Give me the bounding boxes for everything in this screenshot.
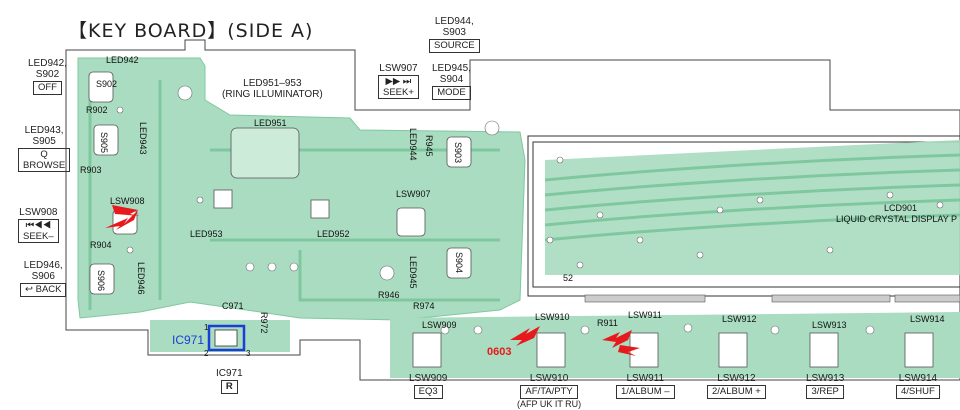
label-lsw913-board: LSW913 <box>812 320 847 330</box>
back-arrow-icon: ↩ <box>25 284 33 295</box>
lcd-bars <box>584 294 960 303</box>
seek-back-icon: ⏮◀◀ <box>25 220 52 231</box>
label-lsw912-board: LSW912 <box>722 314 757 324</box>
label-pin2: 2 <box>204 349 209 358</box>
page-title: 【KEY BOARD】(SIDE A) <box>68 20 314 42</box>
label-r903: R903 <box>80 165 102 175</box>
label-r945: R945 <box>424 135 434 157</box>
copper-area-bottom <box>390 312 960 378</box>
label-lsw914-board: LSW914 <box>910 314 945 324</box>
label-led943: LED943 <box>138 122 148 155</box>
label-led951: LED951 <box>254 118 287 128</box>
label-s905: S905 <box>99 132 109 154</box>
label-r904: R904 <box>90 240 112 250</box>
label-r972: R972 <box>259 312 269 334</box>
label-s906: S906 <box>96 270 106 292</box>
callout-led951: LED951–953(RING ILLUMINATOR) <box>222 78 323 100</box>
label-lsw910-board: LSW910 <box>535 312 570 322</box>
label-r911: R911 <box>597 318 618 328</box>
label-r974: R974 <box>413 301 435 311</box>
label-size-0603: 0603 <box>487 346 512 358</box>
label-led946: LED946 <box>136 262 146 295</box>
callout-led944: LED944,S903 SOURCE <box>429 16 480 53</box>
seek-forward-icon: ▶▶ ⏭ <box>385 76 412 87</box>
label-led953: LED953 <box>190 229 223 239</box>
callout-led946: LED946,S906 ↩ BACK <box>20 260 67 297</box>
label-led944: LED944 <box>408 128 418 161</box>
label-pin3: 3 <box>246 349 251 358</box>
label-lsw908-board: LSW908 <box>110 196 145 206</box>
ic971-highlight <box>207 324 246 352</box>
callout-led945: LED945,S904 MODE <box>432 63 471 100</box>
label-s903: S903 <box>453 142 463 164</box>
label-lcd901: LCD901 <box>884 203 918 213</box>
label-led945: LED945 <box>408 256 418 289</box>
label-r946: R946 <box>378 290 400 300</box>
label-lcd-desc: LIQUID CRYSTAL DISPLAY P <box>836 214 958 224</box>
r-mark-icon: R <box>220 380 238 394</box>
pads <box>116 85 944 335</box>
label-led942: LED942 <box>106 55 139 65</box>
label-ic971-board: IC971 <box>172 333 205 347</box>
callout-ic971: IC971 R <box>216 368 243 394</box>
callout-lsw907: LSW907 ▶▶ ⏭SEEK+ <box>378 63 419 99</box>
label-s902: S902 <box>96 79 118 89</box>
label-lsw911-board: LSW911 <box>628 310 662 320</box>
lcd-frame-inner <box>532 141 960 288</box>
label-pin52: 52 <box>563 273 574 283</box>
label-lsw907-board: LSW907 <box>396 189 431 199</box>
red-markers <box>105 205 640 356</box>
label-c971: C971 <box>222 301 244 311</box>
search-icon: Q <box>40 149 48 160</box>
switch-footprints <box>88 71 934 368</box>
copper-area-left <box>77 57 526 321</box>
label-s904: S904 <box>454 252 464 274</box>
label-r902: R902 <box>86 105 108 115</box>
callout-lsw908: LSW908 ⏮◀◀SEEK– <box>18 207 59 243</box>
label-led952: LED952 <box>317 229 350 239</box>
label-pin1: 1 <box>204 323 209 332</box>
callout-led942: LED942,S902 OFF <box>28 58 67 95</box>
traces <box>88 80 960 310</box>
label-lsw909-board: LSW909 <box>422 320 457 330</box>
